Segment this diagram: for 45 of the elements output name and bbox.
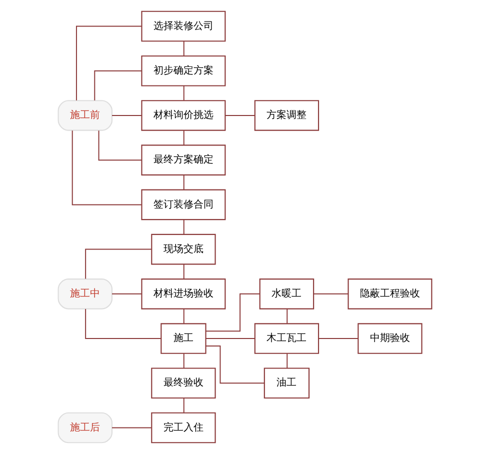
connector bbox=[76, 26, 142, 101]
connector bbox=[183, 308, 184, 324]
connector bbox=[205, 293, 260, 332]
connector bbox=[286, 308, 288, 324]
node-box: 施工前 bbox=[58, 100, 113, 131]
connector bbox=[318, 338, 359, 340]
node-box: 最终方案确定 bbox=[141, 144, 226, 176]
connector bbox=[183, 353, 184, 369]
node-box: 最终验收 bbox=[151, 368, 216, 399]
connector bbox=[112, 427, 152, 428]
connector bbox=[286, 353, 288, 369]
connector bbox=[94, 70, 142, 101]
connector bbox=[183, 398, 184, 414]
node-box: 油工 bbox=[264, 368, 310, 399]
node-box: 方案调整 bbox=[254, 100, 320, 131]
node-box: 现场交底 bbox=[151, 234, 216, 265]
connector bbox=[112, 293, 142, 294]
node-box: 初步确定方案 bbox=[141, 55, 226, 86]
node-box: 施工中 bbox=[58, 278, 113, 310]
connector bbox=[72, 130, 142, 206]
node-box: 材料询价挑选 bbox=[141, 100, 226, 131]
node-box: 完工入住 bbox=[151, 412, 216, 444]
connector bbox=[183, 264, 184, 280]
node-box: 签订装修合同 bbox=[141, 189, 226, 220]
connector bbox=[183, 219, 184, 235]
connector bbox=[313, 293, 349, 294]
connector bbox=[224, 114, 256, 116]
connector bbox=[183, 85, 184, 101]
node-box: 水暖工 bbox=[259, 278, 314, 310]
node-box: 木工瓦工 bbox=[254, 323, 320, 354]
connector bbox=[183, 40, 184, 56]
node-box: 中期验收 bbox=[358, 323, 422, 354]
node-box: 隐蔽工程验收 bbox=[348, 278, 432, 310]
node-box: 材料进场验收 bbox=[141, 278, 226, 310]
connector bbox=[183, 130, 184, 146]
connector bbox=[205, 338, 256, 340]
connector bbox=[85, 248, 152, 280]
connector bbox=[98, 130, 142, 161]
node-box: 施工 bbox=[160, 323, 206, 354]
node-box: 施工后 bbox=[58, 412, 113, 444]
connector bbox=[112, 114, 142, 116]
node-box: 选择装修公司 bbox=[141, 10, 226, 42]
connector bbox=[183, 174, 184, 190]
connector bbox=[205, 345, 265, 384]
connector bbox=[85, 308, 162, 340]
